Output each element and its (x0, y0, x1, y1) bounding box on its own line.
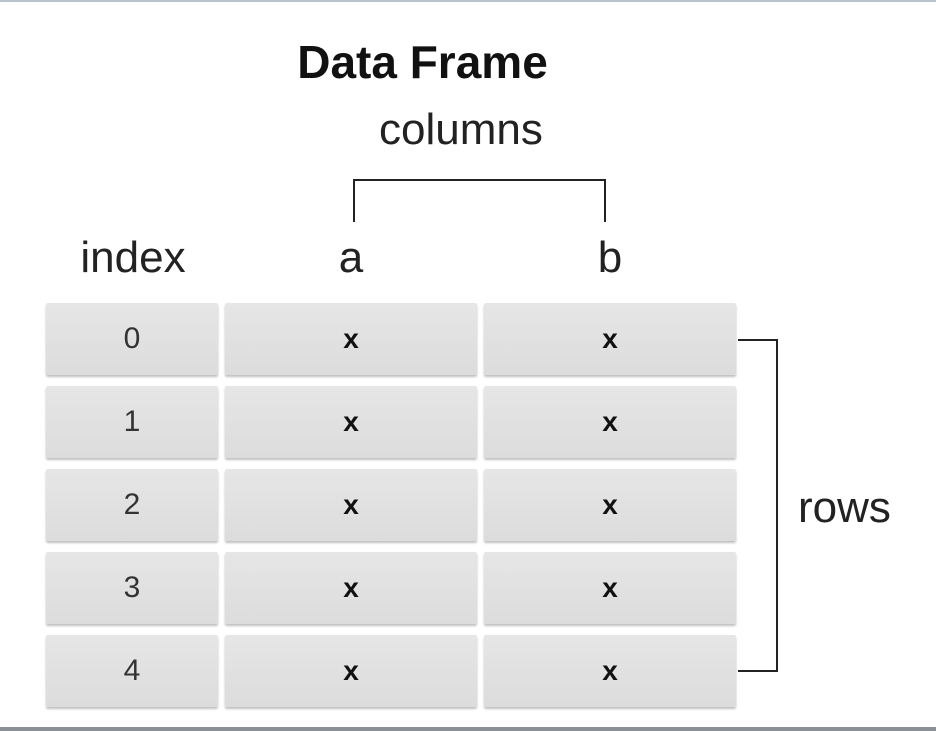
cell-a: x (225, 552, 477, 624)
cell-b: x (484, 303, 736, 375)
cell-a: x (225, 303, 477, 375)
cell-b: x (484, 386, 736, 458)
header-column-a: a (338, 233, 364, 282)
table-row: 2 x x (46, 469, 736, 543)
index-cell: 3 (46, 552, 218, 624)
columns-label: columns (379, 105, 543, 154)
diagram-title: Data Frame (297, 36, 548, 88)
bottom-border (0, 727, 936, 731)
index-cell: 1 (46, 386, 218, 458)
cell-b: x (484, 552, 736, 624)
cell-b: x (484, 469, 736, 541)
header-column-b: b (597, 233, 623, 282)
columns-bracket (353, 179, 606, 222)
rows-bracket (738, 339, 778, 672)
index-cell: 0 (46, 303, 218, 375)
table-row: 1 x x (46, 386, 736, 460)
index-cell: 2 (46, 469, 218, 541)
cell-a: x (225, 386, 477, 458)
cell-a: x (225, 469, 477, 541)
table-row: 4 x x (46, 635, 736, 709)
rows-label: rows (798, 483, 891, 532)
table-row: 3 x x (46, 552, 736, 626)
cell-a: x (225, 635, 477, 707)
header-index: index (80, 233, 186, 282)
top-border (0, 0, 936, 2)
table-row: 0 x x (46, 303, 736, 377)
cell-b: x (484, 635, 736, 707)
index-cell: 4 (46, 635, 218, 707)
